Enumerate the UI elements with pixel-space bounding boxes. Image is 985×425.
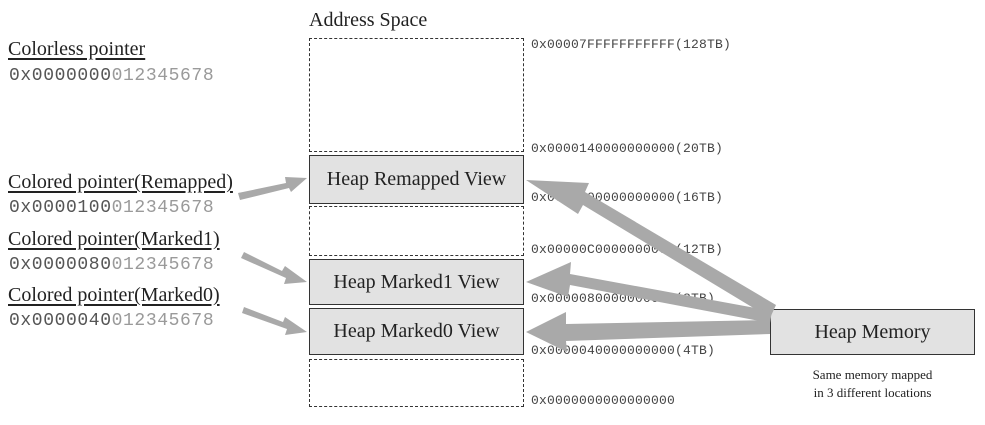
colorless-pointer-prefix: 0x0000000 bbox=[9, 66, 112, 86]
heap-marked0-view: Heap Marked0 View bbox=[309, 308, 524, 355]
marked1-pointer-label: Colored pointer(Marked1) bbox=[8, 228, 220, 250]
colorless-pointer-label: Colorless pointer bbox=[8, 38, 146, 60]
address-0: 0x0000000000000000 bbox=[531, 393, 676, 408]
heap-memory-caption: Same memory mapped in 3 different locati… bbox=[770, 366, 975, 402]
caption-line-2: in 3 different locations bbox=[813, 385, 932, 400]
remapped-pointer-prefix: 0x0000100 bbox=[9, 198, 112, 218]
unused-region-bottom bbox=[309, 359, 524, 407]
address-20tb: 0x0000140000000000(20TB) bbox=[531, 141, 724, 156]
unused-region-top bbox=[309, 38, 524, 152]
unused-region-middle bbox=[309, 206, 524, 256]
marked0-pointer-value: 0x0000040012345678 bbox=[9, 311, 214, 331]
diagram-title: Address Space bbox=[309, 9, 428, 31]
address-128tb: 0x00007FFFFFFFFFFF(128TB) bbox=[531, 37, 732, 52]
marked0-pointer-label: Colored pointer(Marked0) bbox=[8, 284, 220, 306]
heap-memory-box: Heap Memory bbox=[770, 309, 975, 355]
marked1-pointer-value: 0x0000080012345678 bbox=[9, 255, 214, 275]
marked1-pointer-prefix: 0x0000080 bbox=[9, 255, 112, 275]
colorless-pointer-suffix: 012345678 bbox=[111, 66, 215, 86]
remapped-pointer-label: Colored pointer(Remapped) bbox=[8, 171, 233, 193]
remapped-pointer-value: 0x0000100012345678 bbox=[9, 198, 214, 218]
arrow-remapped-pointer-to-view bbox=[238, 177, 307, 200]
marked1-pointer-suffix: 012345678 bbox=[111, 255, 215, 275]
address-4tb: 0x0000040000000000(4TB) bbox=[531, 343, 716, 358]
arrow-marked1-pointer-to-view bbox=[241, 252, 307, 284]
marked0-pointer-prefix: 0x0000040 bbox=[9, 311, 112, 331]
heap-marked1-view: Heap Marked1 View bbox=[309, 259, 524, 305]
heap-remapped-view: Heap Remapped View bbox=[309, 155, 524, 204]
arrow-marked0-pointer-to-view bbox=[242, 307, 307, 335]
remapped-pointer-suffix: 012345678 bbox=[111, 198, 215, 218]
caption-line-1: Same memory mapped bbox=[812, 367, 933, 382]
marked0-pointer-suffix: 012345678 bbox=[111, 311, 215, 331]
arrow-heap-to-remapped-view bbox=[526, 180, 776, 318]
arrow-heap-to-marked1-view bbox=[526, 262, 772, 323]
colorless-pointer-value: 0x0000000012345678 bbox=[9, 66, 214, 86]
arrow-heap-to-marked0-view bbox=[526, 312, 770, 352]
